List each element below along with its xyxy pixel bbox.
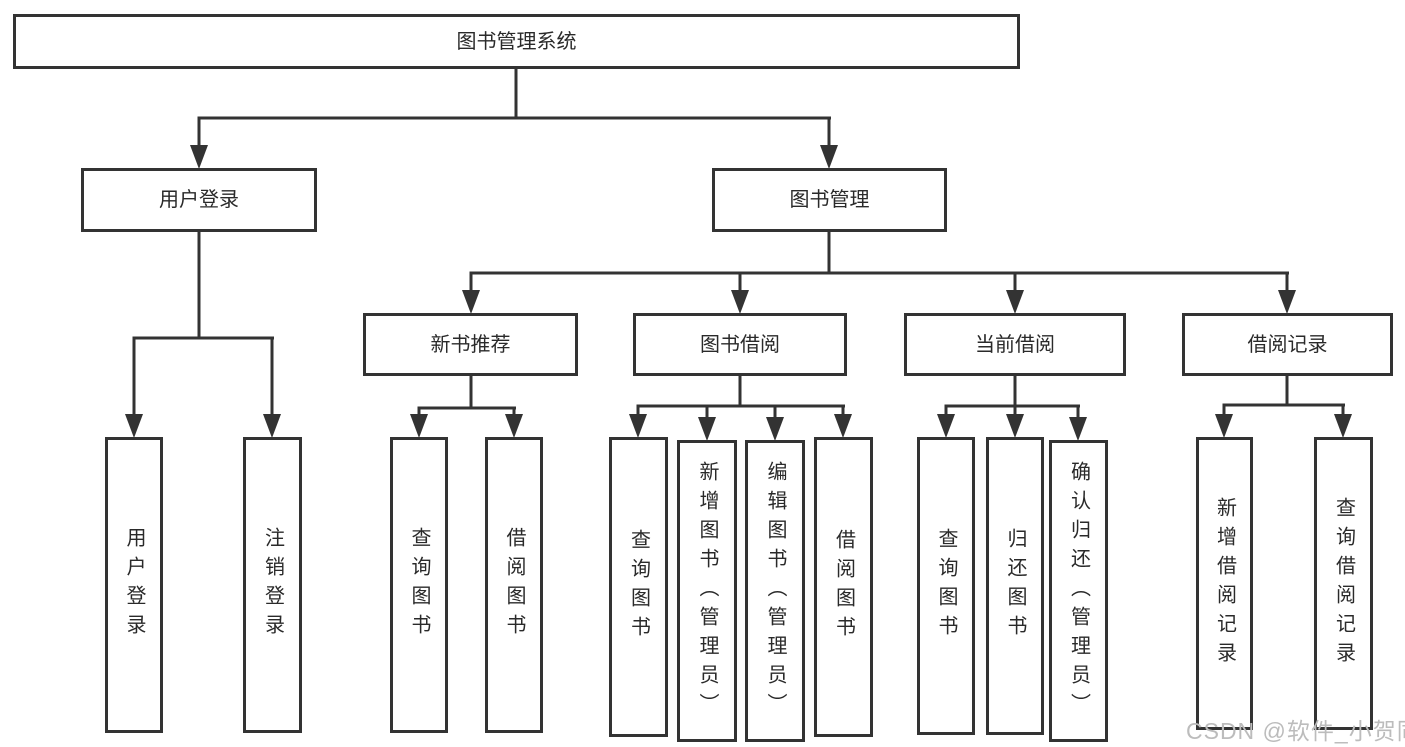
leaf-edit-book-admin: 编辑图书（管理员）	[745, 440, 805, 742]
csdn-watermark: CSDN @软件_小贺同学	[1186, 718, 1405, 744]
node-new-book-recommend: 新书推荐	[363, 313, 578, 376]
leaf-query-book-borrow: 查询图书	[609, 437, 668, 737]
leaf-return-book: 归还图书	[986, 437, 1044, 735]
arrowheads	[125, 145, 1352, 441]
node-book-borrow: 图书借阅	[633, 313, 847, 376]
leaf-borrow-book-recommend: 借阅图书	[485, 437, 543, 733]
node-book-management: 图书管理	[712, 168, 947, 232]
leaf-logout: 注销登录	[243, 437, 302, 733]
leaf-borrow-book: 借阅图书	[814, 437, 873, 737]
leaf-add-borrow-record: 新增借阅记录	[1196, 437, 1253, 730]
leaf-query-book-current: 查询图书	[917, 437, 975, 735]
leaf-query-borrow-record: 查询借阅记录	[1314, 437, 1373, 730]
node-current-borrow: 当前借阅	[904, 313, 1126, 376]
leaf-user-login: 用户登录	[105, 437, 163, 733]
leaf-confirm-return-admin: 确认归还（管理员）	[1049, 440, 1108, 742]
node-root: 图书管理系统	[13, 14, 1020, 69]
leaf-query-book-recommend: 查询图书	[390, 437, 448, 733]
node-user-login: 用户登录	[81, 168, 317, 232]
leaf-add-book-admin: 新增图书（管理员）	[677, 440, 737, 742]
node-borrow-record: 借阅记录	[1182, 313, 1393, 376]
